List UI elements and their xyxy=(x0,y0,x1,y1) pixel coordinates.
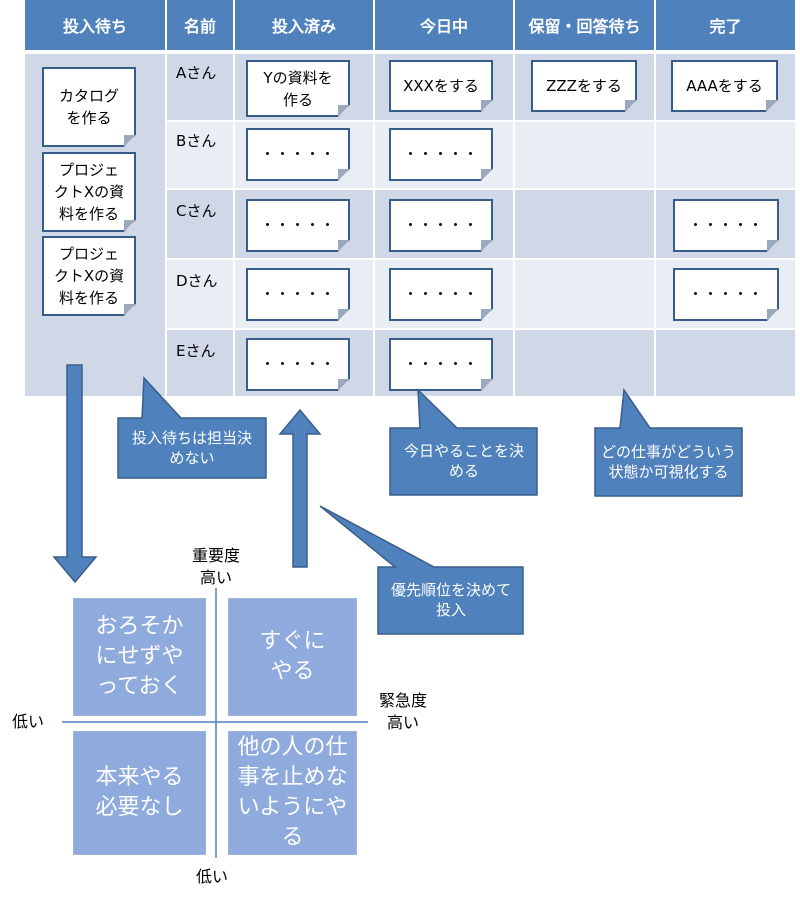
backlog-card-project-x-1[interactable]: プロジェクトXの資料を作る xyxy=(42,152,136,232)
up-arrow xyxy=(278,408,322,568)
header-backlog: 投入待ち xyxy=(25,0,165,50)
backlog-card-project-x-2[interactable]: プロジェクトXの資料を作る xyxy=(42,236,136,316)
card-c-today[interactable]: ・・・・・ xyxy=(389,199,493,252)
callout-visibility: どの仕事がどういう状態か可視化する xyxy=(601,443,737,481)
card-d-today[interactable]: ・・・・・ xyxy=(389,268,493,321)
name-a: Aさん xyxy=(176,64,217,82)
row-b-done xyxy=(656,122,795,188)
quadrant-not-important-not-urgent: 本来やる必要なし xyxy=(73,731,206,855)
backlog-card-catalog[interactable]: カタログを作る xyxy=(42,67,136,147)
row-a-name xyxy=(167,54,233,120)
card-a-submitted[interactable]: Yの資料を作る xyxy=(246,60,350,117)
header-submitted: 投入済み xyxy=(235,0,373,50)
header-done: 完了 xyxy=(656,0,795,50)
row-c-hold xyxy=(515,190,654,258)
row-d-hold xyxy=(515,260,654,328)
down-arrow xyxy=(52,364,98,584)
card-b-submitted[interactable]: ・・・・・ xyxy=(246,128,350,181)
header-on-hold: 保留・回答待ち xyxy=(515,0,654,50)
row-e-hold xyxy=(515,330,654,396)
card-b-today[interactable]: ・・・・・ xyxy=(389,128,493,181)
row-d-name xyxy=(167,260,233,328)
header-name: 名前 xyxy=(167,0,233,50)
callout-priority: 優先順位を決めて投入 xyxy=(390,581,511,619)
quadrant-important-urgent: すぐにやる xyxy=(228,598,357,716)
card-d-done[interactable]: ・・・・・ xyxy=(673,268,779,321)
name-b: Bさん xyxy=(176,132,217,150)
quadrant-important-not-urgent: おろそかにせずやっておく xyxy=(73,598,206,716)
axis-importance-low-label: 低い xyxy=(196,867,229,886)
callout-backlog: 投入待ちは担当決めない xyxy=(131,429,252,467)
axis-importance-label: 重要度 高い xyxy=(191,546,240,587)
header-today: 今日中 xyxy=(375,0,513,50)
axis-urgency-label: 緊急度 高い xyxy=(378,691,427,732)
card-c-done[interactable]: ・・・・・ xyxy=(673,199,779,252)
card-e-submitted[interactable]: ・・・・・ xyxy=(246,338,350,391)
card-e-today[interactable]: ・・・・・ xyxy=(389,338,493,391)
card-a-today[interactable]: XXXをする xyxy=(389,60,493,112)
card-a-done[interactable]: AAAをする xyxy=(671,60,778,112)
callout-today: 今日やることを決める xyxy=(403,442,524,480)
card-a-hold[interactable]: ZZZをする xyxy=(531,60,637,112)
row-b-hold xyxy=(515,122,654,188)
row-e-done xyxy=(656,330,795,396)
axis-urgency-low-label: 低い xyxy=(12,712,45,731)
row-c-name xyxy=(167,190,233,258)
name-c: Cさん xyxy=(176,202,217,220)
card-d-submitted[interactable]: ・・・・・ xyxy=(246,268,350,321)
quadrant-not-important-urgent: 他の人の仕事を止めないようにやる xyxy=(228,731,357,855)
name-e: Eさん xyxy=(176,342,216,360)
name-d: Dさん xyxy=(176,272,218,290)
row-b-name xyxy=(167,122,233,188)
card-c-submitted[interactable]: ・・・・・ xyxy=(246,199,350,252)
